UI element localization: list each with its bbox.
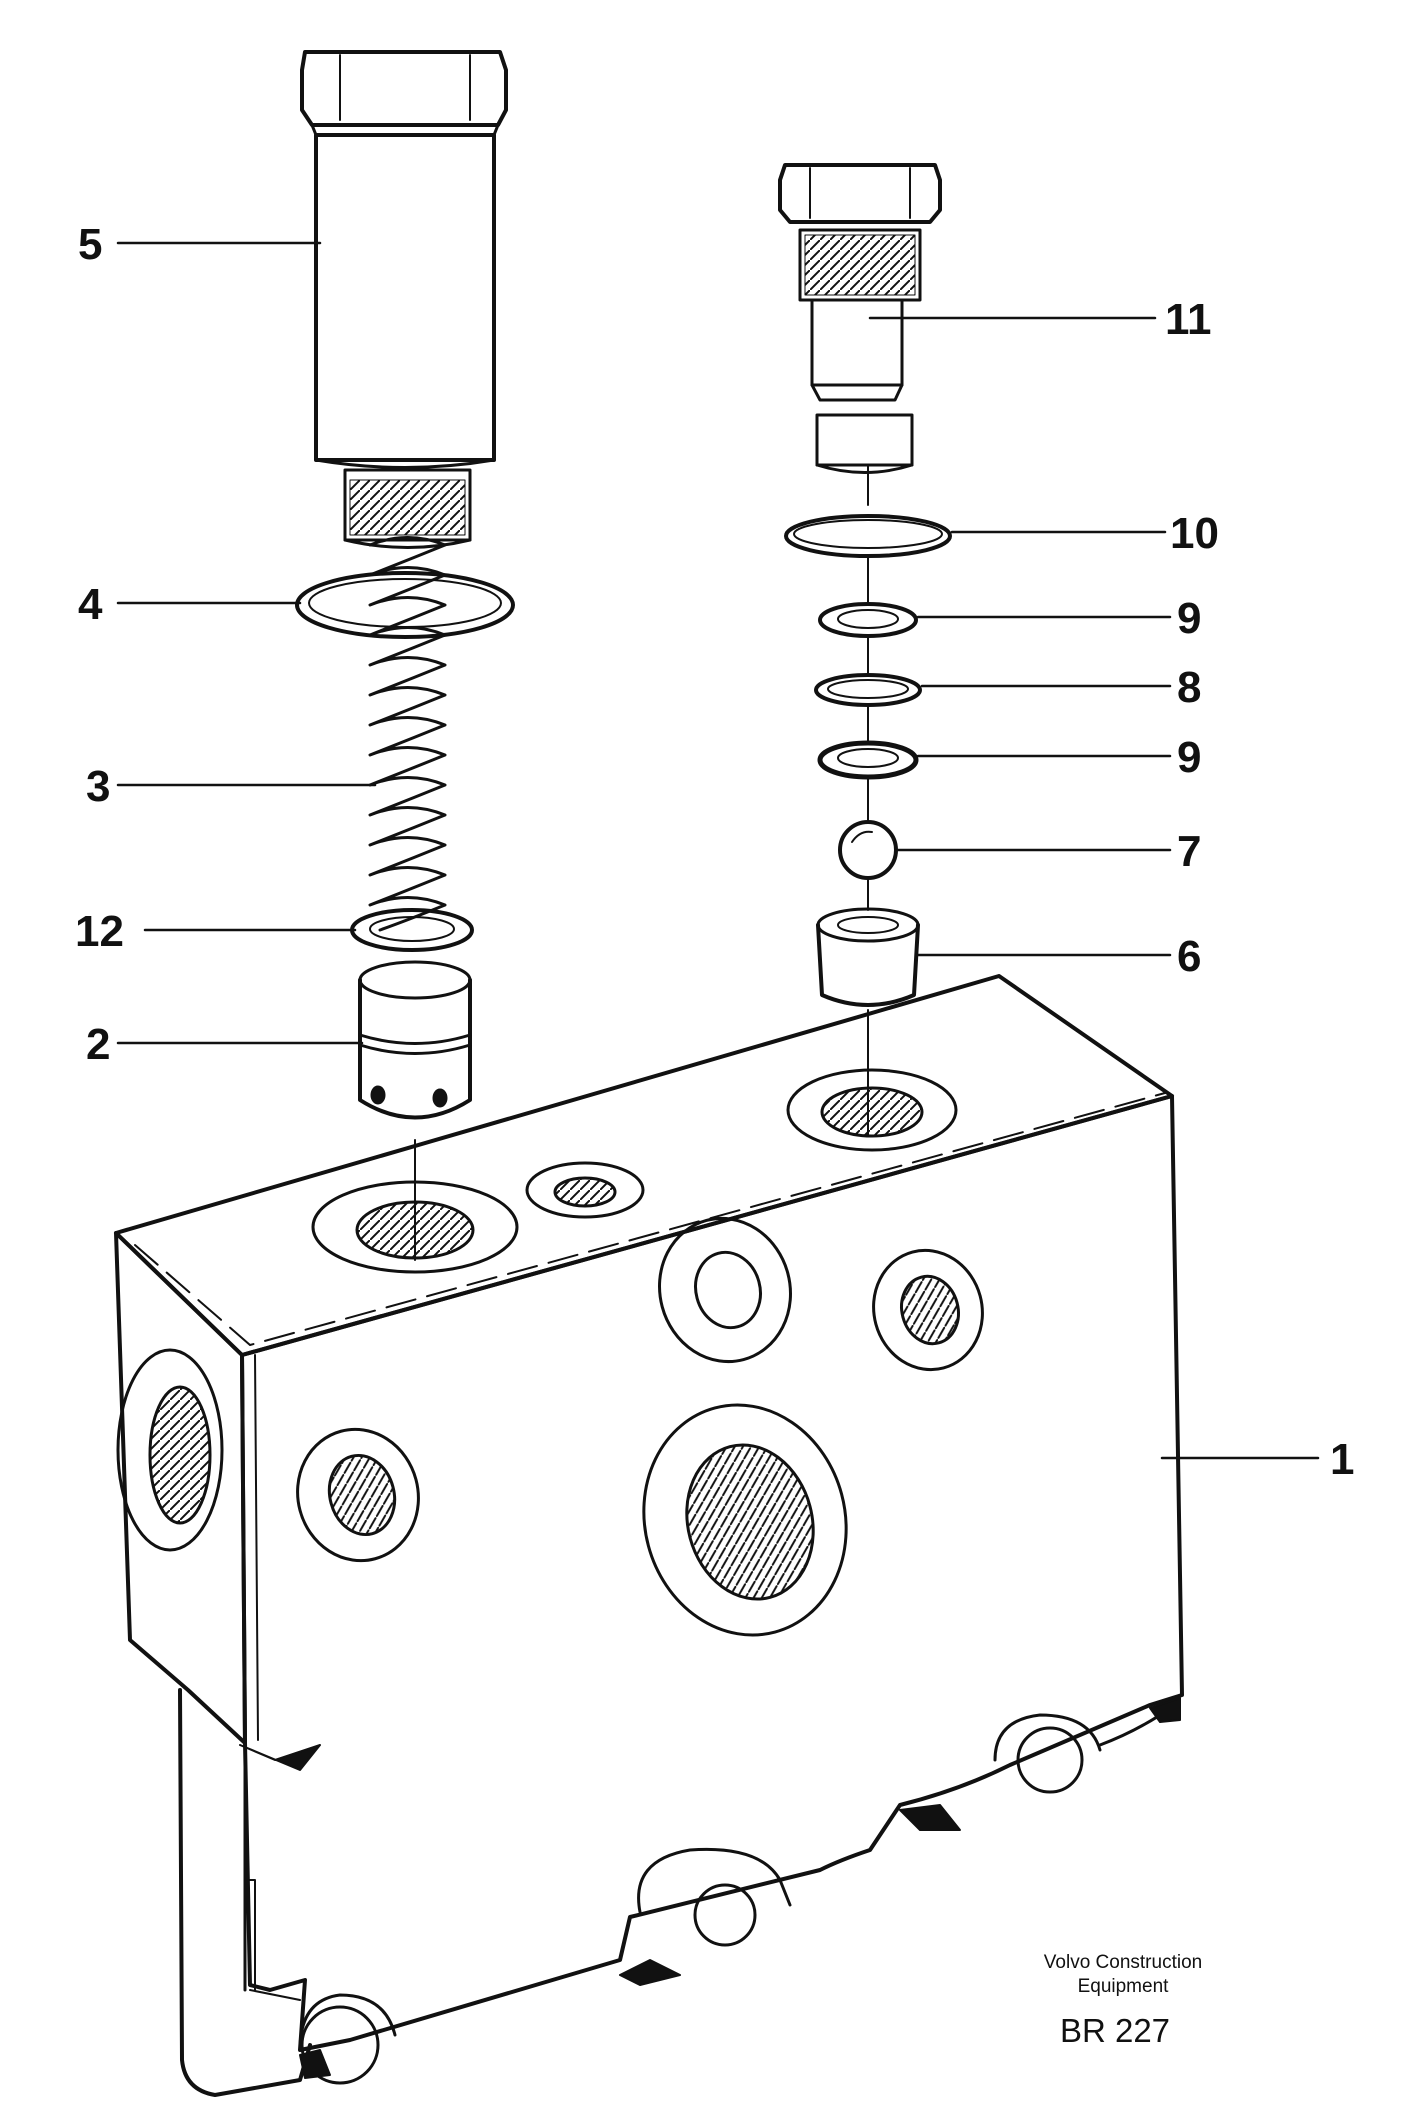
callout-9-upper: 9	[1177, 594, 1201, 643]
front-port-center	[642, 1403, 848, 1637]
body-left-leg	[178, 1688, 312, 2097]
part-9-ring-upper	[818, 602, 918, 638]
part-8-seal	[814, 673, 922, 707]
body-bottom-lug	[637, 1847, 792, 1914]
part-11-valve	[778, 163, 942, 474]
callout-11: 11	[1165, 295, 1212, 344]
front-port-left	[296, 1427, 420, 1563]
top-port-middle	[525, 1161, 645, 1219]
body-right-lug	[993, 1713, 1102, 1762]
part-10-o-ring	[784, 514, 952, 558]
body-top-face	[114, 974, 1174, 1357]
callout-4: 4	[78, 580, 103, 629]
drawing-code: BR 227	[1060, 2012, 1170, 2049]
part-2-plunger	[358, 960, 472, 1120]
part-7-ball	[838, 820, 898, 880]
callout-labels: 5 4 3 12 2 11 10 9 8 9 7 6 1	[75, 220, 1354, 1484]
part-9-ring-lower	[817, 740, 919, 780]
callout-5: 5	[78, 220, 102, 269]
front-port-upper-left	[658, 1216, 792, 1364]
leader-lines	[116, 241, 1320, 1460]
lug-bolt-hole	[693, 1883, 757, 1947]
callout-1: 1	[1330, 1435, 1354, 1484]
body-left-face	[114, 1231, 247, 1745]
callout-3: 3	[86, 762, 110, 811]
callout-7: 7	[1177, 827, 1201, 876]
body-front-face	[240, 1094, 1184, 2052]
callout-12: 12	[75, 907, 124, 956]
part-6-seat	[816, 907, 920, 1007]
callout-8: 8	[1177, 663, 1201, 712]
part-12-washer	[350, 908, 474, 952]
callout-9-lower: 9	[1177, 733, 1201, 782]
lug-bolt-hole	[300, 2005, 380, 2085]
part-3-spring	[368, 536, 447, 932]
credit-line-1: Volvo Construction	[1044, 1952, 1202, 1973]
credit-line-2: Equipment	[1078, 1976, 1170, 1997]
drawing-credit: Volvo Construction Equipment BR 227	[1044, 1952, 1202, 2049]
lug-bolt-hole	[1016, 1726, 1084, 1794]
callout-6: 6	[1177, 932, 1201, 981]
part-5-cap	[300, 50, 508, 549]
front-port-upper-right	[872, 1248, 984, 1372]
callout-2: 2	[86, 1020, 110, 1069]
top-port-right	[786, 1068, 958, 1152]
callout-10: 10	[1170, 509, 1219, 558]
side-port	[116, 1348, 224, 1552]
valve-body	[114, 974, 1184, 2097]
